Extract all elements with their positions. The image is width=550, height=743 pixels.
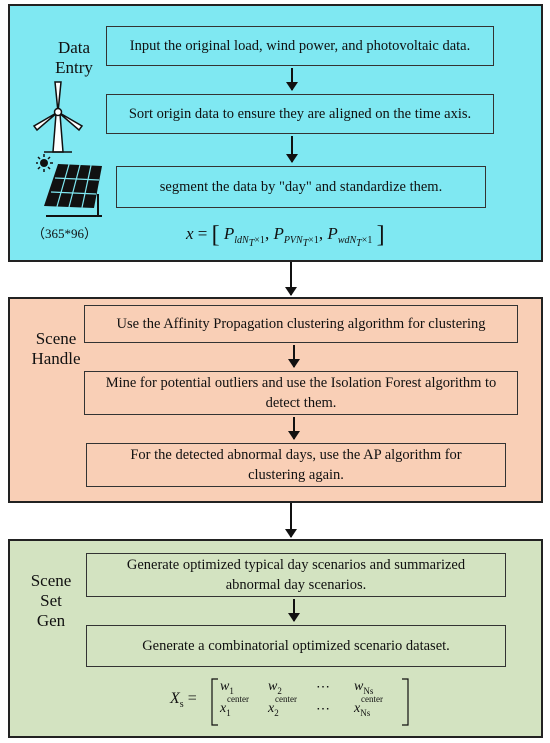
step-generate-scenarios: Generate optimized typical day scenarios…	[86, 553, 506, 597]
matrix-brackets	[211, 678, 409, 726]
step-ap-clustering: Use the Affinity Propagation clustering …	[84, 305, 518, 343]
data-entry-label-line1: Data	[57, 38, 91, 57]
formula-term-sub3: ×1	[254, 235, 265, 247]
data-entry-section: Data Entry	[8, 4, 543, 262]
formula-term-base: P	[327, 224, 338, 243]
matrix-cell: w1	[220, 679, 234, 696]
matrix-cell: ⋯	[316, 702, 330, 717]
step-input-data: Input the original load, wind power, and…	[106, 26, 494, 66]
formula-term-sub: wdN	[337, 235, 357, 247]
scene-handle-section: Scene Handle Use the Affinity Propagatio…	[8, 297, 543, 503]
scene-set-gen-section: Scene Set Gen Generate optimized typical…	[8, 539, 543, 738]
matrix-cell: wNs	[354, 679, 374, 696]
formula-lhs: x	[186, 224, 194, 243]
matrix-cell: w2	[268, 679, 282, 696]
matrix-cell: ⋯	[316, 680, 330, 695]
arrow-down	[288, 345, 300, 368]
data-entry-label: Data Entry	[40, 38, 108, 78]
arrow-down	[286, 136, 298, 163]
scene-handle-label: Scene Handle	[20, 329, 92, 369]
formula-term-sub2: T	[248, 238, 255, 250]
arrow-down	[288, 417, 300, 440]
arrow-down	[288, 599, 300, 622]
scene-set-gen-label-line2: Set	[40, 591, 62, 610]
formula-term-sub2: T	[302, 238, 309, 250]
formula-term-sub3: ×1	[361, 235, 373, 247]
dimension-caption: （365*96）	[32, 226, 98, 241]
scene-set-gen-label: Scene Set Gen	[16, 571, 86, 631]
arrow-down	[285, 262, 297, 296]
step-ap-reclustering: For the detected abnormal days, use the …	[86, 443, 506, 487]
scene-set-gen-label-line3: Gen	[36, 611, 66, 630]
arrow-down	[286, 68, 298, 91]
matrix-lhs: Xs =	[170, 690, 197, 711]
matrix-lhs-sub: s	[179, 699, 184, 711]
formula-term-base: P	[223, 224, 235, 243]
step-isolation-forest: Mine for potential outliers and use the …	[84, 371, 518, 415]
step-sort-data: Sort origin data to ensure they are alig…	[106, 94, 494, 134]
matrix-lhs-symbol: X	[170, 690, 180, 707]
arrow-down	[285, 503, 297, 538]
scene-handle-label-line2: Handle	[31, 349, 81, 368]
scene-set-gen-label-line1: Scene	[30, 571, 72, 590]
step-segment-data: segment the data by "day" and standardiz…	[116, 166, 486, 208]
scene-handle-label-line1: Scene	[35, 329, 77, 348]
formula-term-sub3: ×1	[308, 235, 319, 247]
data-vector-formula: x = [ PldNT×1, PPVNT×1, PwdNT×1 ]	[186, 222, 385, 250]
solar-panel-icon	[36, 154, 102, 217]
step-generate-dataset: Generate a combinatorial optimized scena…	[86, 625, 506, 667]
formula-term-sub2: T	[356, 238, 362, 250]
formula-term-sub: PVN	[283, 235, 303, 247]
wind-turbine-icon	[32, 81, 84, 153]
formula-term-sub: ldN	[234, 235, 249, 247]
data-entry-label-line2: Entry	[55, 58, 93, 77]
matrix-row-1: w1 w2 ⋯ wNs	[220, 679, 410, 696]
formula-term-base: P	[273, 224, 284, 243]
